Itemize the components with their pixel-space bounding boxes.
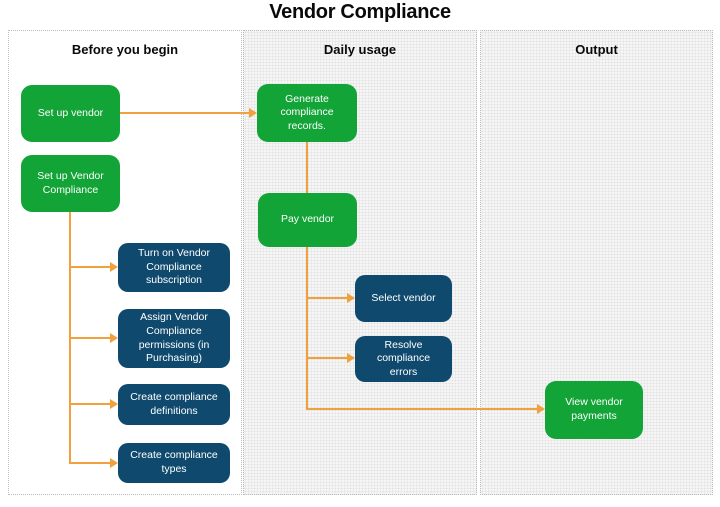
lane-header-output: Output: [575, 42, 618, 57]
node-set-up-vendor: Set up vendor: [21, 85, 120, 142]
arrow-head: [347, 293, 355, 303]
arrow-head: [110, 333, 118, 343]
node-pay-vendor: Pay vendor: [258, 193, 357, 247]
lane-output: Output: [480, 30, 713, 495]
node-resolve-compliance-errors: Resolve compliance errors: [355, 336, 452, 382]
connector-line: [69, 337, 110, 339]
arrow-head: [249, 108, 257, 118]
node-label: Select vendor: [371, 291, 436, 304]
connector-line: [306, 297, 347, 299]
node-select-vendor: Select vendor: [355, 275, 452, 322]
node-assign-vendor-compliance-permissions: Assign Vendor Compliance permissions (in…: [118, 309, 230, 368]
lane-header-daily-usage: Daily usage: [323, 42, 397, 57]
connector-line: [69, 462, 110, 464]
node-create-compliance-types: Create compliance types: [118, 443, 230, 483]
connector-line: [306, 408, 537, 410]
node-label: Create compliance types: [130, 449, 218, 475]
lane-header-before-you-begin: Before you begin: [71, 42, 179, 57]
connector-line: [120, 112, 249, 114]
connector-line: [306, 357, 347, 359]
arrow-head: [537, 404, 545, 414]
node-label: Set up vendor: [37, 106, 104, 119]
connector-line: [69, 266, 110, 268]
connector-line: [306, 247, 308, 410]
page-title: Vendor Compliance: [269, 1, 451, 23]
node-label: Generate compliance records.: [280, 92, 334, 132]
node-label: Turn on Vendor Compliance subscription: [138, 247, 210, 287]
node-view-vendor-payments: View vendor payments: [545, 381, 643, 439]
node-label: Resolve compliance errors: [376, 338, 431, 378]
connector-line: [69, 403, 110, 405]
node-label: Set up Vendor Compliance: [37, 169, 104, 196]
arrow-head: [110, 262, 118, 272]
arrow-head: [347, 353, 355, 363]
arrow-head: [110, 399, 118, 409]
node-create-compliance-definitions: Create compliance definitions: [118, 384, 230, 425]
node-turn-on-vendor-compliance-subscription: Turn on Vendor Compliance subscription: [118, 243, 230, 292]
connector-line: [306, 142, 308, 193]
node-set-up-vendor-compliance: Set up Vendor Compliance: [21, 155, 120, 212]
node-generate-compliance-records: Generate compliance records.: [257, 84, 357, 142]
node-label: Create compliance definitions: [130, 390, 218, 417]
node-label: Pay vendor: [280, 213, 335, 226]
node-label: View vendor payments: [565, 396, 623, 422]
arrow-head: [110, 458, 118, 468]
node-label: Assign Vendor Compliance permissions (in…: [138, 311, 210, 365]
